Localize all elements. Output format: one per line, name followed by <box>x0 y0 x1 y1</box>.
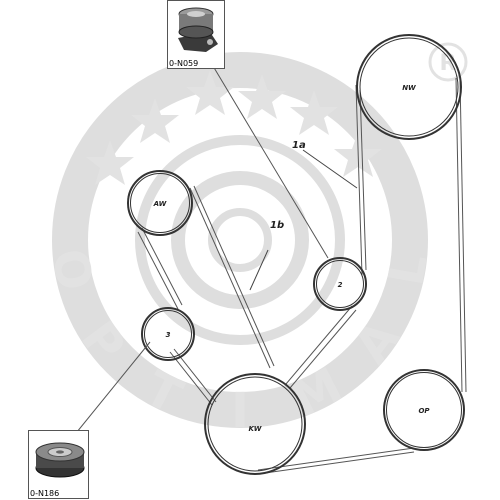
belt-segment <box>169 351 213 406</box>
watermark-letter: I <box>231 383 249 439</box>
callout-1a: 1a <box>292 140 306 151</box>
part-box-tensioner: 0-N059 <box>167 0 225 69</box>
pulley-label-2: 2 <box>338 281 343 289</box>
pulley-label-aw: AW <box>153 200 167 208</box>
pulley-idler-2-inner <box>316 260 364 308</box>
belt-segment <box>359 89 367 271</box>
pulley-kw-inner <box>207 376 303 472</box>
belt-segment <box>137 231 179 310</box>
watermark-ring <box>52 52 428 428</box>
pulley-nw <box>356 34 462 140</box>
part-box-idler: 0-N186 <box>28 430 89 499</box>
timing-belt <box>137 77 467 475</box>
belt-segment <box>173 348 217 403</box>
pulley-label-nw: NW <box>402 84 416 92</box>
optimal-watermark <box>52 52 428 428</box>
callout-1b: 1b <box>270 220 284 231</box>
star-icon <box>290 90 338 135</box>
pulley-label-op: OP <box>418 407 430 415</box>
tensioner-leader <box>212 65 329 259</box>
belt-segment <box>355 84 363 276</box>
star-icon <box>131 98 179 143</box>
belt-segment <box>257 451 415 475</box>
pulley-nw-inner <box>359 37 459 137</box>
idler-pulley-icon <box>35 442 85 478</box>
registered-mark-circle <box>428 42 468 82</box>
belt-segment <box>257 447 415 471</box>
pulley-aw <box>127 170 193 236</box>
tensioner-icon <box>178 7 218 52</box>
belt-segment <box>189 187 271 369</box>
watermark-letter: O <box>40 245 102 295</box>
star-icon <box>238 74 286 119</box>
pulley-label-kw: KW <box>249 425 262 433</box>
belt-segment <box>289 309 357 389</box>
belt-segment <box>455 77 463 393</box>
pulley-idler-3 <box>141 307 195 361</box>
callouts: 1a 1b <box>249 140 358 291</box>
pulley-aw-inner <box>130 173 190 233</box>
pulley-op <box>383 369 465 451</box>
belt-segment <box>285 305 353 385</box>
belt-segment <box>141 227 183 306</box>
callout-1b-leader <box>249 249 269 291</box>
registered-mark-text: R <box>440 51 457 76</box>
callout-1a-leader <box>302 149 358 189</box>
pulley-label-3: 3 <box>166 331 171 339</box>
star-icon <box>186 70 234 115</box>
star-icon <box>86 140 134 185</box>
watermark-hub <box>208 208 272 272</box>
pulleys <box>127 34 465 475</box>
pulley-idler-2 <box>313 257 367 311</box>
watermark-bearing-ring <box>171 171 309 309</box>
part-code-idler: 0-N186 <box>30 489 59 498</box>
pulley-labels: NW AW 2 3 KW OP <box>153 84 431 433</box>
watermark-inner-ring <box>135 135 345 345</box>
belt-segment <box>193 185 275 367</box>
belt-segment <box>459 77 467 393</box>
registered-mark: R <box>428 42 468 82</box>
pulley-idler-3-inner <box>144 310 192 358</box>
pulley-kw <box>204 373 306 475</box>
pulley-op-inner <box>386 372 462 448</box>
part-code-tensioner: 0-N059 <box>169 59 198 68</box>
